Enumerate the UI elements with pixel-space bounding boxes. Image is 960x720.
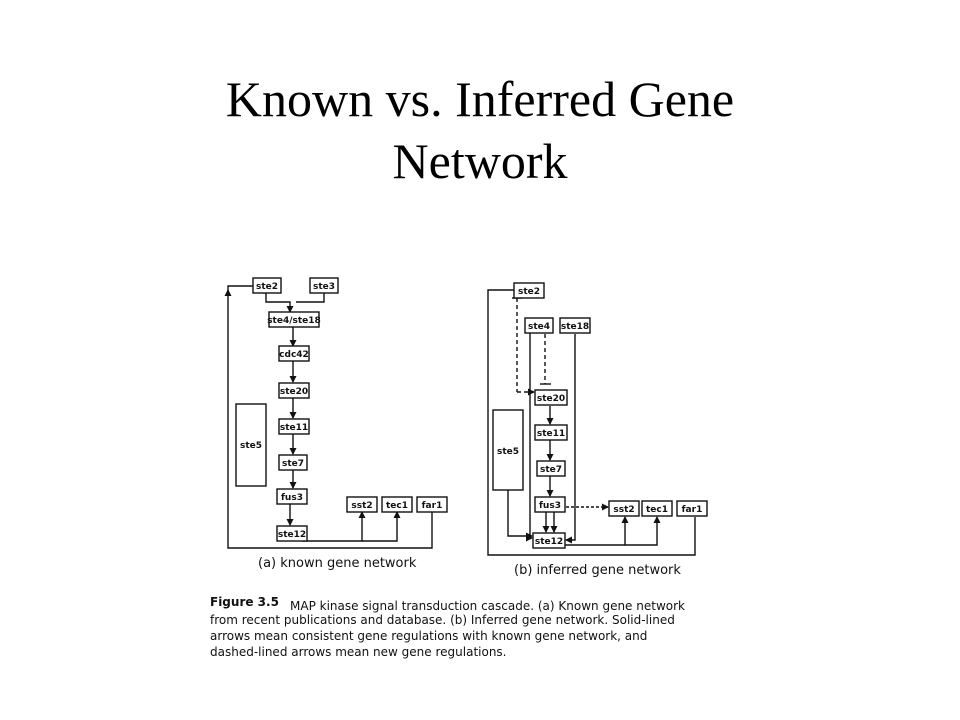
inferred-node-sst2 [608, 500, 640, 517]
figure-caption-line-4: dashed-lined arrows mean new gene regula… [210, 645, 507, 659]
known-node-ste11 [278, 418, 310, 435]
known-label-far1: far1 [422, 501, 443, 511]
known-node-ste2 [252, 277, 282, 294]
inferred-node-ste7 [536, 460, 566, 477]
inferred-network [487, 282, 708, 556]
known-node-ste20 [278, 382, 310, 399]
figure-caption-line-3: arrows mean consistent gene regulations … [210, 629, 647, 643]
figure-caption-line-2: from recent publications and database. (… [210, 613, 675, 627]
inferred-label-fus3: fus3 [539, 501, 561, 511]
known-edge-ste12-tec1 [362, 511, 401, 542]
known-label-ste3: ste3 [313, 282, 335, 292]
inferred-edge-ste12-tec1 [625, 516, 661, 546]
inferred-node-ste12 [532, 532, 566, 549]
known-node-ste7 [278, 454, 308, 471]
inferred-node-far1 [676, 500, 708, 517]
known-node-fus3 [276, 488, 308, 505]
known-node-ste4-ste18 [268, 311, 320, 328]
inferred-node-ste18 [559, 317, 591, 334]
known-label-ste12: ste12 [278, 530, 306, 540]
inferred-edge-ste4-ste12 [526, 333, 533, 542]
inferred-label-ste20: ste20 [537, 394, 565, 404]
known-label-tec1: tec1 [386, 501, 408, 511]
inferred-label-tec1: tec1 [646, 505, 668, 515]
inferred-label-sst2: sst2 [613, 505, 634, 515]
inferred-node-tec1 [641, 500, 673, 517]
inferred-edge-ste18-ste12 [565, 334, 576, 544]
known-label-ste4-ste18: ste4/ste18 [267, 316, 321, 326]
known-node-ste12 [276, 525, 308, 542]
known-node-cdc42 [278, 345, 310, 362]
inferred-label-ste7: ste7 [540, 465, 562, 475]
known-caption: (a) known gene network [258, 556, 417, 571]
inferred-node-ste4 [524, 317, 554, 334]
known-label-ste20: ste20 [280, 387, 308, 397]
known-network [224, 277, 448, 549]
figure-caption: Figure 3.5 MAP kinase signal transductio… [210, 595, 685, 659]
inferred-node-ste11 [534, 424, 568, 441]
known-node-far1 [416, 496, 448, 513]
known-label-sst2: sst2 [351, 501, 372, 511]
inferred-edge-ste5-ste12 [507, 490, 533, 540]
inferred-label-ste4: ste4 [528, 322, 550, 332]
inferred-node-ste2 [513, 282, 545, 299]
known-feedback-loop [227, 285, 433, 549]
known-label-ste7: ste7 [282, 459, 304, 469]
known-node-sst2 [346, 496, 378, 513]
inferred-caption: (b) inferred gene network [514, 563, 681, 578]
known-edge-ste3-ste4 [296, 293, 325, 303]
known-node-tec1 [381, 496, 413, 513]
inferred-label-ste18: ste18 [561, 322, 589, 332]
inferred-label-ste5: ste5 [497, 447, 519, 457]
inferred-label-ste2: ste2 [518, 287, 540, 297]
inferred-label-ste12: ste12 [535, 537, 563, 547]
known-label-ste11: ste11 [280, 423, 308, 433]
figure-caption-line-1: MAP kinase signal transduction cascade. … [290, 599, 685, 613]
known-node-ste5 [235, 403, 267, 487]
slide-title-line-1: Known vs. Inferred Gene [225, 71, 735, 127]
inferred-label-ste11: ste11 [537, 429, 565, 439]
known-edge-ste12-sst2 [302, 511, 366, 542]
inferred-edge-ste12-sst2 [565, 516, 629, 546]
slide-title: Known vs. Inferred Gene Network [0, 68, 960, 192]
slide-title-line-2: Network [392, 133, 568, 189]
known-label-cdc42: cdc42 [279, 350, 309, 360]
inferred-feedback-loop [487, 289, 696, 556]
known-label-ste2: ste2 [256, 282, 278, 292]
inferred-node-ste20 [534, 389, 568, 406]
known-edge-ste2-ste4 [265, 293, 294, 313]
inferred-node-fus3 [534, 496, 566, 513]
known-node-ste3 [309, 277, 339, 294]
known-label-ste5: ste5 [240, 441, 262, 451]
figure-caption-label: Figure 3.5 [210, 595, 279, 609]
inferred-label-far1: far1 [682, 505, 703, 515]
known-label-fus3: fus3 [281, 493, 303, 503]
